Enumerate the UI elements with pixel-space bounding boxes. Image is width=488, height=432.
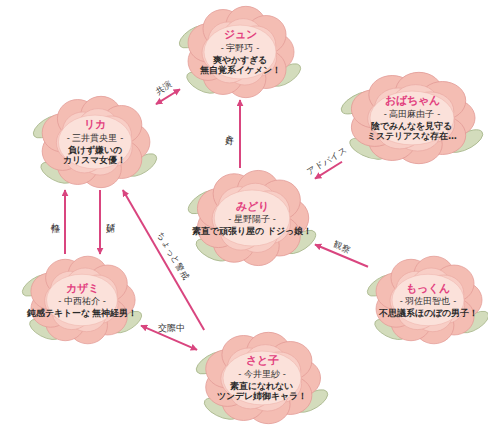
actor-name: - 宇野巧 - (221, 43, 260, 54)
actor-name: - 中西祐介 - (58, 296, 106, 307)
relation-label: 憧れ (51, 217, 60, 227)
character-description: 陰でみんなを見守る ミステリアスな存在… (345, 121, 479, 142)
character-rose: ジュン- 宇野巧 -爽やかすぎる 無自覚系イケメン！ (180, 4, 300, 100)
relation-label: 交際中 (158, 323, 185, 332)
character-description: 爽やかすぎる 無自覚系イケメン！ (182, 55, 297, 76)
actor-name: - 高田麻由子 - (384, 109, 441, 120)
actor-name: - 星野陽子 - (228, 214, 276, 225)
actor-name: - 三井貫央里 - (67, 133, 124, 144)
character-name: カザミ (66, 282, 99, 296)
character-rose: おばちゃん- 高田麻由子 -陰でみんなを見守る ミステリアスな存在… (342, 70, 482, 166)
character-name: さと子 (246, 354, 279, 368)
relation-label: 媚び (106, 217, 115, 227)
character-name: もっくん (406, 282, 450, 296)
character-description: 負けず嫌いの カリスマ女優！ (36, 145, 153, 166)
character-description: 素直になれない ツンデレ姉御キャラ！ (200, 381, 325, 402)
rose-center (47, 274, 118, 326)
character-name: ジュン (224, 28, 257, 42)
relation-label: 観察 (332, 239, 352, 254)
relation-label: ちょっと警戒 (155, 230, 189, 281)
character-rose: みどり- 星野陽子 -素直で頑張り屋の ドジっ娘！ (189, 168, 315, 268)
relation-arrow (64, 190, 66, 254)
character-description: 鈍感テキトーな 無神経男！ (27, 308, 138, 319)
relation-label: 好き (225, 129, 234, 139)
rose-center (392, 274, 464, 326)
character-rose: カザミ- 中西祐介 -鈍感テキトーな 無神経男！ (23, 254, 141, 346)
character-rose: さと子- 今井里紗 -素直になれない ツンデレ姉御キャラ！ (197, 330, 327, 426)
relation-arrow (239, 100, 241, 168)
relation-label: 共演 (154, 79, 174, 96)
actor-name: - 羽佐田智也 - (400, 296, 457, 307)
character-name: みどり (236, 200, 269, 214)
character-description: 不思議系ほのぼの男子！ (379, 308, 478, 319)
character-name: リカ (84, 118, 106, 132)
actor-name: - 今井里紗 - (238, 369, 286, 380)
character-name: おばちゃん (385, 94, 440, 108)
character-rose: もっくん- 羽佐田智也 -不思議系ほのぼの男子！ (368, 254, 488, 346)
character-rose: リカ- 三井貫央里 -負けず嫌いの カリスマ女優！ (34, 94, 156, 190)
character-description: 素直で頑張り屋の ドジっ娘！ (192, 226, 312, 237)
relation-label: アドバイス (305, 146, 348, 177)
rose-center (214, 190, 290, 246)
relation-arrow (99, 190, 101, 254)
